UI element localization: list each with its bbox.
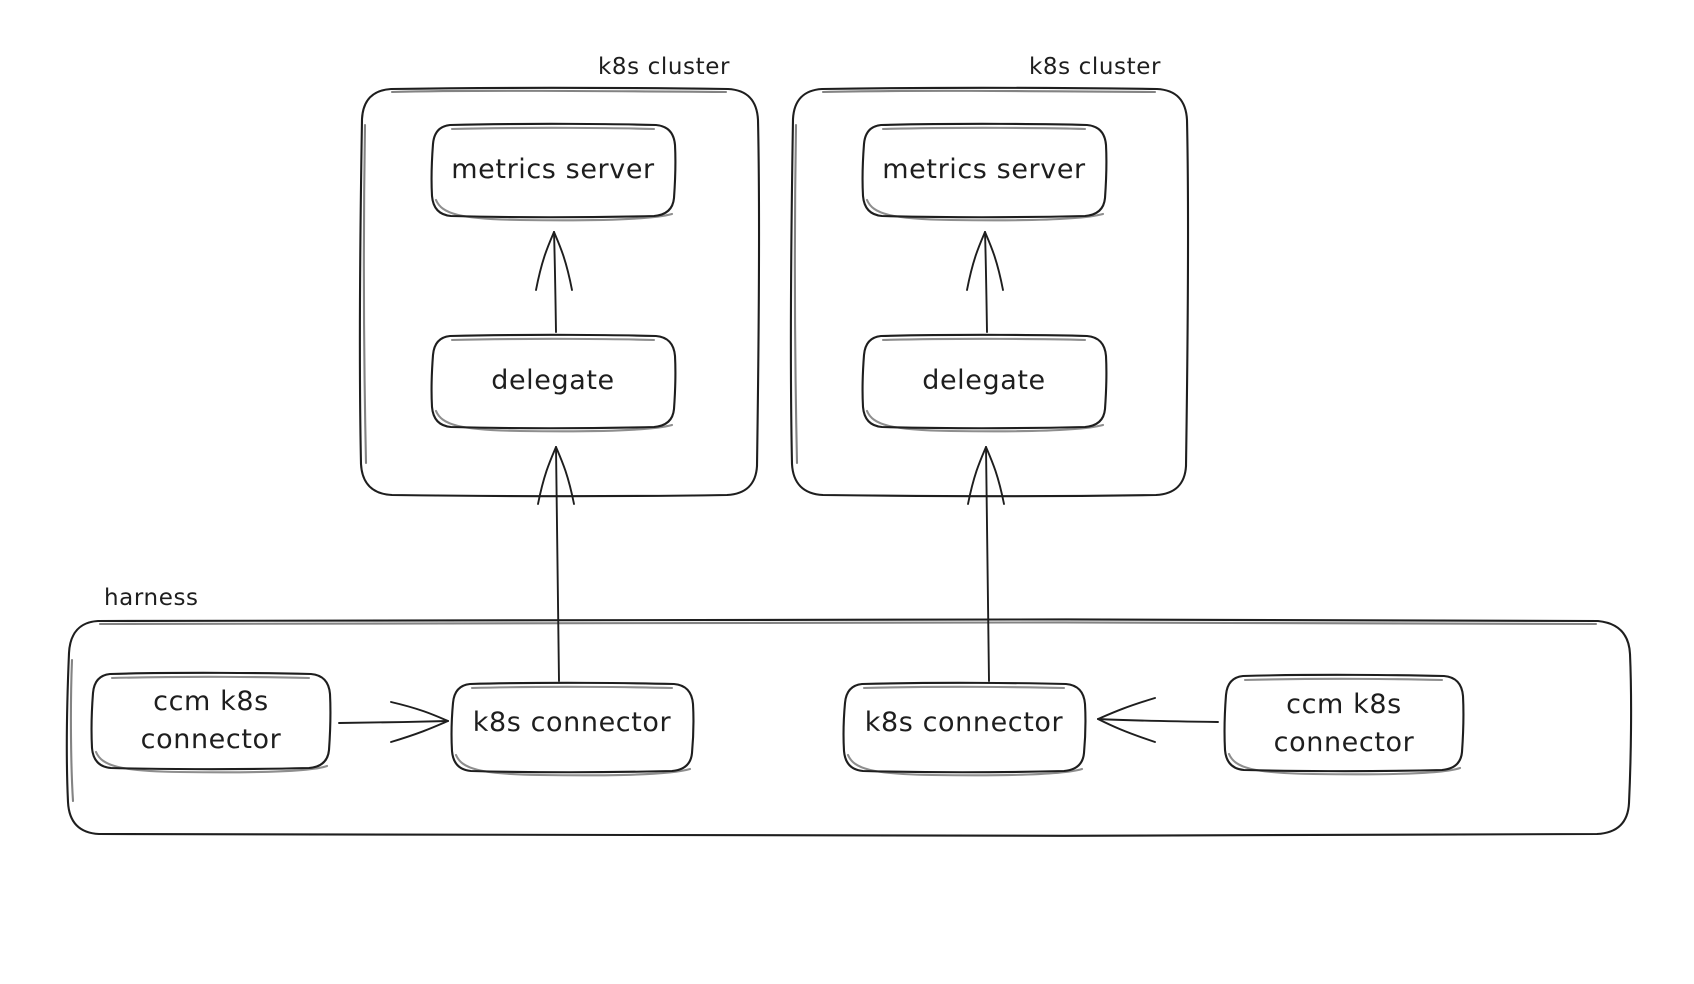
cluster-right-caption: k8s cluster: [1029, 54, 1162, 80]
arrow-k8s-connector-right-to-delegate-right: [967, 446, 1005, 682]
metrics-server-right-box[interactable]: [861, 122, 1108, 222]
delegate-right-box[interactable]: [861, 333, 1108, 433]
cluster-right-container[interactable]: [789, 86, 1190, 498]
arrow-delegate-left-to-metrics-server-left: [535, 231, 573, 333]
metrics-server-right-label: metrics server: [882, 154, 1086, 185]
ccm-connector-left-label-line2: connector: [140, 724, 282, 755]
ccm-connector-left-box[interactable]: [90, 671, 332, 774]
harness-caption: harness: [104, 585, 199, 611]
cluster-left-container[interactable]: [358, 86, 761, 498]
ccm-connector-left-label-line1: ccm k8s: [153, 686, 269, 717]
arrow-ccm-connector-right-to-k8s-connector-right: [1097, 697, 1219, 743]
arrow-k8s-connector-left-to-delegate-left: [537, 446, 575, 682]
harness-container[interactable]: [65, 618, 1633, 837]
metrics-server-left-box[interactable]: [430, 122, 677, 222]
k8s-connector-right-label: k8s connector: [864, 707, 1064, 738]
arrow-ccm-connector-left-to-k8s-connector-left: [338, 701, 449, 743]
ccm-connector-right-label-line1: ccm k8s: [1286, 689, 1402, 720]
k8s-connector-right-box[interactable]: [842, 681, 1087, 777]
metrics-server-left-label: metrics server: [451, 154, 655, 185]
delegate-right-label: delegate: [922, 365, 1046, 396]
cluster-left-caption: k8s cluster: [598, 54, 731, 80]
ccm-connector-right-label-line2: connector: [1273, 727, 1415, 758]
delegate-left-box[interactable]: [430, 333, 677, 433]
delegate-left-label: delegate: [491, 365, 615, 396]
ccm-connector-right-box[interactable]: [1223, 673, 1465, 776]
k8s-connector-left-box[interactable]: [450, 681, 695, 777]
arrow-delegate-right-to-metrics-server-right: [966, 231, 1004, 333]
k8s-connector-left-label: k8s connector: [472, 707, 672, 738]
